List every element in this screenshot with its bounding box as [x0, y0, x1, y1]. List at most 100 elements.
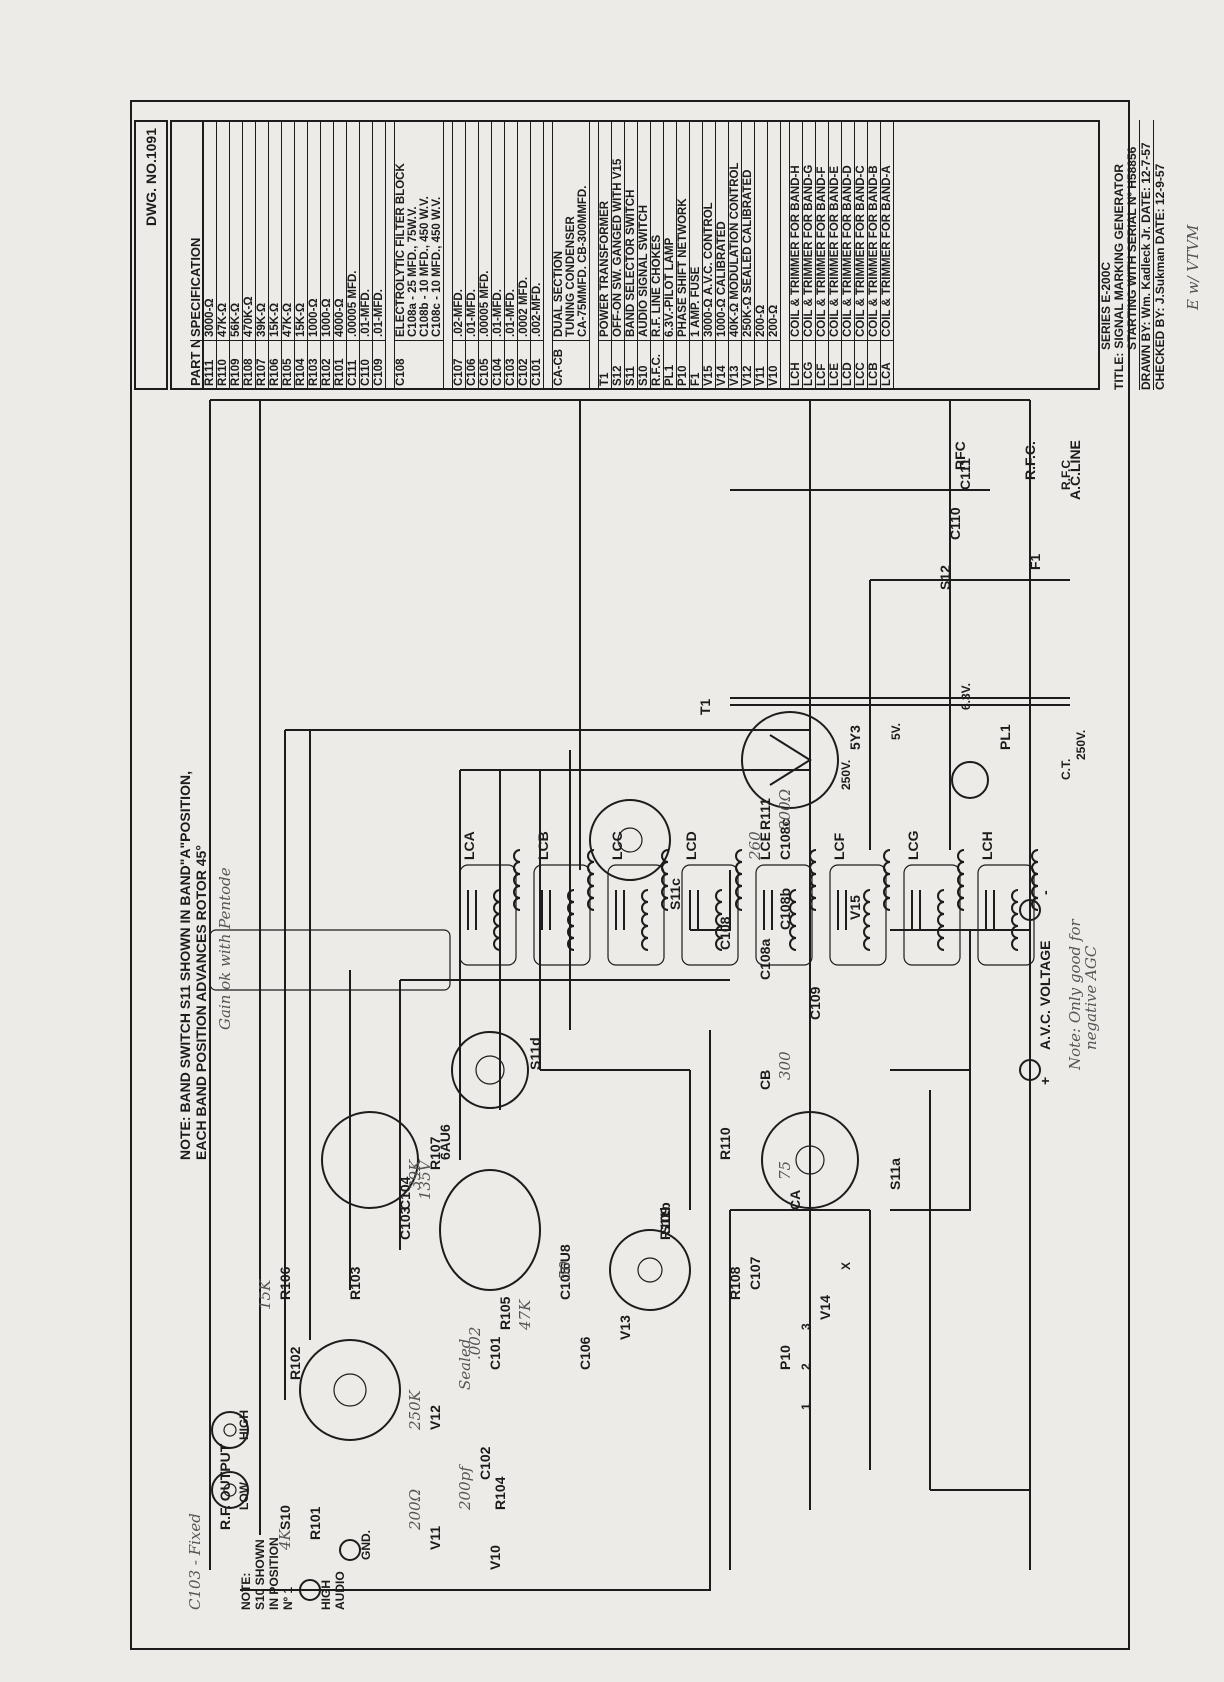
- title-label: TITLE:: [1112, 352, 1126, 390]
- switch-s11d[interactable]: S11d: [451, 1031, 543, 1109]
- svg-text:CB: CB: [757, 1070, 773, 1090]
- table-row: C107.02-MFD.: [453, 122, 466, 388]
- part-number: T1: [599, 340, 611, 388]
- switch-s11b[interactable]: S11b: [609, 1202, 691, 1311]
- svg-text:S11a: S11a: [887, 1158, 903, 1190]
- wiring: [209, 399, 1070, 1591]
- part-number: F1: [690, 340, 702, 388]
- part-spec: 15K-Ω: [295, 302, 307, 337]
- part-spec: 39K-Ω: [256, 302, 268, 337]
- svg-text:75: 75: [776, 1161, 794, 1180]
- svg-text:C108c: C108c: [777, 819, 793, 860]
- jack-avc-minus[interactable]: [1019, 899, 1041, 921]
- part-spec: COIL & TRIMMER FOR BAND-G: [803, 164, 815, 337]
- switch-s10[interactable]: S10: [277, 1339, 401, 1530]
- svg-text:R.F.C: R.F.C: [1059, 460, 1073, 490]
- table-row: C104.01-MFD.: [492, 122, 505, 388]
- table-row: R106 15K-Ω: [269, 122, 282, 388]
- svg-text:200Ω: 200Ω: [406, 1489, 424, 1531]
- tube-5y3: 5Y3: [741, 711, 863, 809]
- table-header: PART Nº SPECIFICATION: [172, 122, 204, 388]
- ac-line-section: A.C.LINE RFC R.F.C. R.F.C F1 S12 C110 C1…: [937, 440, 1083, 590]
- svg-text:6AU6: 6AU6: [437, 1124, 453, 1160]
- switch-s11c[interactable]: S11c: [589, 799, 683, 910]
- part-spec: R.F. LINE CHOKES: [651, 234, 663, 337]
- svg-text:C108b: C108b: [777, 888, 793, 930]
- part-number: S10: [638, 340, 650, 388]
- part-spec: 1000-Ω: [308, 298, 320, 337]
- part-spec: .01-MFD.: [466, 289, 478, 337]
- part-spec: POWER TRANSFORMER: [599, 200, 611, 337]
- part-number: V14: [716, 340, 728, 388]
- svg-text:260: 260: [746, 831, 764, 861]
- svg-text:.002: .002: [466, 1327, 484, 1360]
- svg-text:S10: S10: [277, 1505, 293, 1530]
- table-gap: [544, 122, 553, 388]
- circuit-diagram: NOTE: BAND SWITCH S11 SHOWN IN BAND"A"PO…: [177, 399, 1100, 1610]
- part-number: C111: [347, 340, 359, 388]
- jack-high-audio[interactable]: [299, 1579, 321, 1601]
- svg-text:R.F.C.: R.F.C.: [1022, 441, 1038, 480]
- jack-rf-high[interactable]: [211, 1411, 249, 1449]
- jack-gnd[interactable]: [339, 1539, 361, 1561]
- part-number: R106: [269, 340, 281, 388]
- table-row: R103 1000-Ω: [308, 122, 321, 388]
- svg-text:5V.: 5V.: [889, 723, 903, 740]
- svg-text:2: 2: [799, 1363, 813, 1370]
- svg-text:S12: S12: [937, 565, 953, 590]
- part-spec: 6.3V.-PILOT LAMP: [664, 237, 676, 337]
- table-row: T1 POWER TRANSFORMER: [599, 122, 612, 388]
- coil-group-lcd: LCD: [681, 831, 743, 966]
- svg-text:C107: C107: [747, 1256, 763, 1290]
- coil-group-lch: LCH: [977, 831, 1039, 966]
- part-number: LCF: [816, 340, 828, 388]
- part-number: R.F.C.: [651, 340, 663, 388]
- svg-text:5Y3: 5Y3: [847, 725, 863, 750]
- part-number: C107: [453, 340, 465, 388]
- part-spec: COIL & TRIMMER FOR BAND-D: [842, 165, 854, 337]
- title-block: SERIES E-200C TITLE: SIGNAL MARKING GENE…: [1099, 120, 1202, 390]
- svg-text:C109: C109: [807, 986, 823, 1020]
- svg-text:V14: V14: [817, 1295, 833, 1320]
- part-spec: .002-MFD.: [531, 282, 543, 337]
- rf-low-label: LOW: [237, 1481, 251, 1510]
- jack-rf-low[interactable]: [211, 1471, 249, 1509]
- part-number: LCA: [881, 340, 893, 388]
- part-number: R103: [308, 340, 320, 388]
- svg-text:Gain ok with Pentode: Gain ok with Pentode: [216, 867, 234, 1030]
- part-spec: .00005 MFD.: [347, 270, 359, 337]
- part-spec: 200-Ω: [768, 304, 780, 337]
- part-number: S12: [612, 340, 624, 388]
- svg-text:300Ω: 300Ω: [776, 789, 794, 830]
- part-spec: .01-MFD.: [492, 289, 504, 337]
- gnd-label: GND.: [359, 1530, 373, 1560]
- switch-s11a[interactable]: S11a: [761, 1111, 903, 1209]
- svg-text:C.T.: C.T.: [1059, 759, 1073, 780]
- svg-text:S11b: S11b: [657, 1202, 673, 1235]
- coil-bank: [209, 929, 451, 991]
- svg-text:R110: R110: [717, 1127, 733, 1160]
- part-number: LCC: [855, 340, 867, 388]
- evtvm-note: E w/ VTVM: [1184, 224, 1202, 310]
- table-gap: [781, 122, 790, 388]
- part-spec: 1000-Ω: [321, 298, 333, 337]
- svg-text:C103: C103: [397, 1206, 413, 1240]
- coil-label: LCG: [905, 830, 921, 860]
- jack-avc-plus[interactable]: [1019, 1059, 1041, 1081]
- part-spec: 15K-Ω: [269, 302, 281, 337]
- part-spec: 3000-Ω A.V.C. CONTROL: [703, 202, 715, 337]
- part-spec: .01-MFD.: [360, 289, 372, 337]
- table-row: C102.0002 MFD.: [518, 122, 531, 388]
